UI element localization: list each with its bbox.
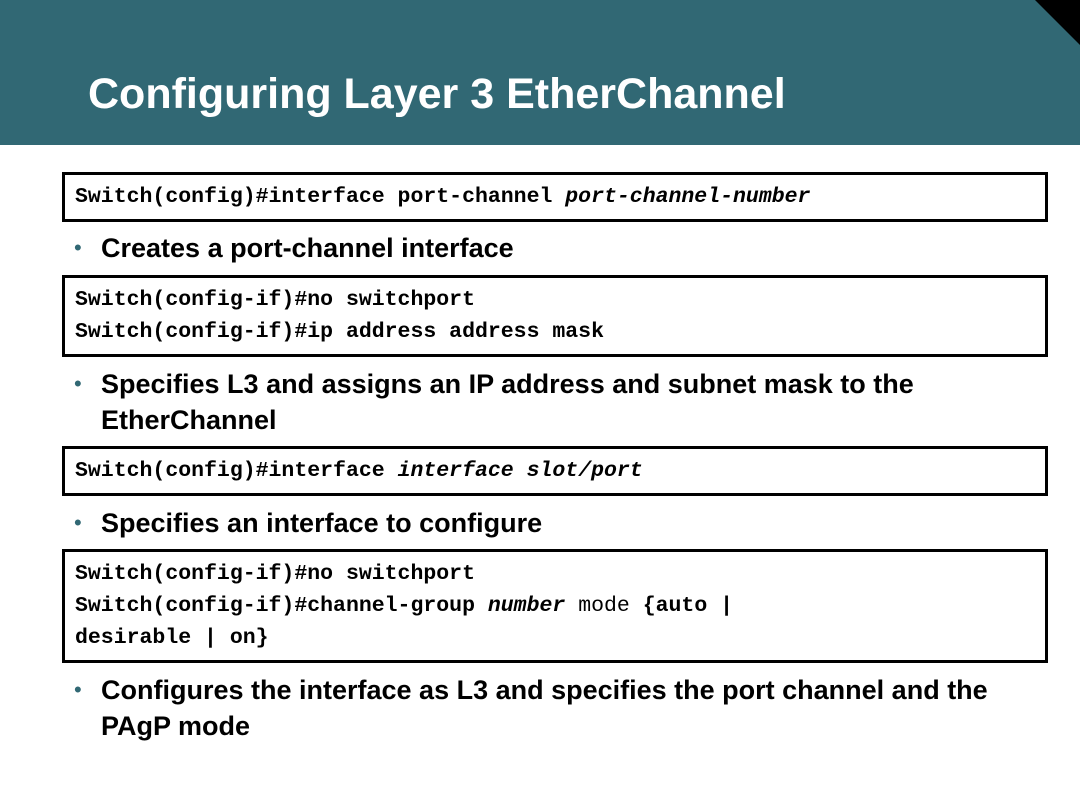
command-text: Switch(config)#interface <box>75 459 398 483</box>
bullet-text: Specifies L3 and assigns an IP address a… <box>101 369 914 435</box>
command-argument: number <box>487 594 566 618</box>
bullet-item: • Specifies an interface to configure <box>74 505 1034 541</box>
bullet-marker: • <box>74 371 82 396</box>
command-argument: port-channel-number <box>565 185 811 209</box>
command-line: Switch(config-if)#ip address address mas… <box>75 320 604 344</box>
command-text: Switch(config-if)#channel-group <box>75 594 488 618</box>
bullet-item: • Configures the interface as L3 and spe… <box>74 672 1034 744</box>
slide-header: Configuring Layer 3 EtherChannel <box>0 0 1080 145</box>
bullet-item: • Creates a port-channel interface <box>74 230 1034 266</box>
command-argument: interface slot/port <box>397 459 643 483</box>
bullet-marker: • <box>74 677 82 702</box>
command-line: Switch(config-if)#no switchport <box>75 562 475 586</box>
command-box-interface: Switch(config)#interface interface slot/… <box>62 446 1048 496</box>
command-line: Switch(config)#interface interface slot/… <box>75 455 1035 487</box>
command-line: Switch(config)#interface port-channel po… <box>75 181 1035 213</box>
slide-title: Configuring Layer 3 EtherChannel <box>88 70 786 118</box>
bullet-text: Creates a port-channel interface <box>101 233 514 263</box>
command-box-ip-address: Switch(config-if)#no switchport Switch(c… <box>62 275 1048 357</box>
corner-decoration <box>1035 0 1080 45</box>
command-line: Switch(config-if)#no switchport <box>75 288 475 312</box>
bullet-item: • Specifies L3 and assigns an IP address… <box>74 366 1034 438</box>
command-text: {auto | <box>642 594 734 618</box>
command-box-channel-group: Switch(config-if)#no switchport Switch(c… <box>62 549 1048 663</box>
bullet-marker: • <box>74 235 82 260</box>
command-box-port-channel: Switch(config)#interface port-channel po… <box>62 172 1048 222</box>
command-line: desirable | on} <box>75 626 269 650</box>
command-line: Switch(config-if)#channel-group number m… <box>75 590 1035 622</box>
command-text: mode <box>565 594 643 618</box>
bullet-marker: • <box>74 510 82 535</box>
bullet-text: Specifies an interface to configure <box>101 508 543 538</box>
command-text: Switch(config)#interface port-channel <box>75 185 566 209</box>
bullet-text: Configures the interface as L3 and speci… <box>101 675 988 741</box>
